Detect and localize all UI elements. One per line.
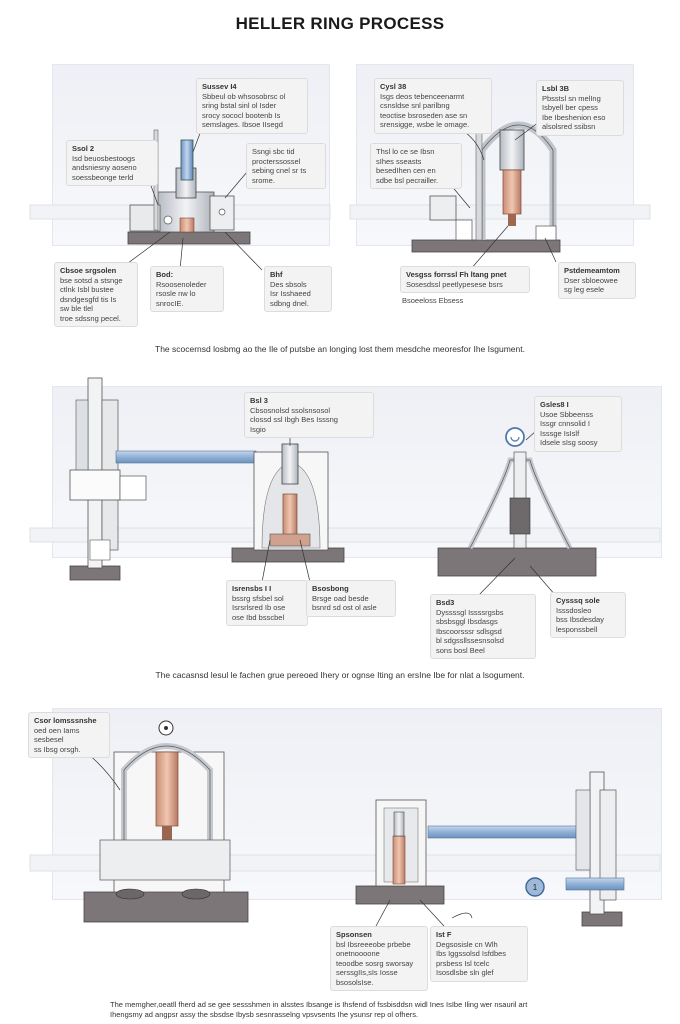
callout-heading: Bsosbong (312, 584, 349, 593)
callout-cysssq: Cysssq sole Isssdosleo bss Ibsdesday les… (550, 592, 626, 638)
callout-body: Degsosisle cn Wlh Ibs Iggssolsd Isfdbes … (436, 939, 507, 978)
callout-heading: Bsd3 (436, 598, 455, 607)
page-title: HELLER RING PROCESS (235, 14, 445, 33)
callout-body: Isd beuosbestoogs andsniesny aoseno soes… (72, 153, 137, 182)
loader-tower-2 (69, 377, 147, 581)
callout-cbsoe: Cbsoe srgsolen bse sotsd a stsnge ctlnk … (54, 262, 138, 327)
press-machine-1 (127, 129, 251, 245)
callout-body: Isgs deos tebenceenarmt csnsldse snl par… (380, 91, 470, 130)
frame-press-2 (437, 427, 597, 577)
callout-bsd3: Bsd3 Dyssssgl Issssrgsbs sbsbsggl Ibsdas… (430, 594, 536, 659)
callout-sussev: Sussev I4 Sbbeul ob whsosobrsc ol sring … (196, 78, 308, 134)
callout-heading: Vesgss forrssl Fh ltang pnet (406, 270, 507, 279)
callout-body: Cbsosnolsd ssolsnsosol clossd ssl Ibgh B… (250, 405, 338, 434)
transfer-pipe-2 (115, 450, 257, 464)
callout-body: Des sbsols Isr Isshaeed sdbng dnel. (270, 279, 311, 308)
callout-body: Sosesdssl peetlypesese bsrs (406, 279, 503, 289)
callout-body: Usoe Sbbeenss Issgr cnnsolid I Isssge Is… (540, 409, 598, 448)
callout-heading: Bsl 3 (250, 396, 268, 405)
callout-heading: Csor lomsssnshe (34, 716, 97, 725)
callout-heading: Bhf (270, 270, 283, 279)
callout-bsosbong: Bsosbong Brsge oad besde bsnrd sd ost ol… (306, 580, 396, 617)
callout-ist-f: Ist F Degsosisle cn Wlh Ibs Iggssolsd Is… (430, 926, 528, 982)
callout-body: Sbbeul ob whsosobrsc ol sring bstal sinl… (202, 91, 286, 130)
callout-body: Dyssssgl Issssrgsbs sbsbsggl Ibsdasgs Ib… (436, 607, 504, 655)
callout-ssol-2: Ssol 2 Isd beuosbestoogs andsniesny aose… (66, 140, 158, 186)
callout-bsl-3: Bsl 3 Cbsosnolsd ssolsnsosol clossd ssl … (244, 392, 374, 438)
callout-heading: Ssol 2 (72, 144, 95, 153)
callout-heading: Isrensbs I I (232, 584, 272, 593)
callout-cysl-38: Cysl 38 Isgs deos tebenceenarmt csnsldse… (374, 78, 492, 134)
svg-text:1: 1 (533, 883, 538, 892)
callout-heading: Cbsoe srgsolen (60, 266, 117, 275)
panel2-caption: The cacasnsd lesul le fachen grue pereoe… (155, 670, 525, 680)
callout-spsonsen: Spsonsen bsl Ibsreeeobe prbebe onetnoooo… (330, 926, 428, 991)
callout-isrensbs: Isrensbs I I bssrg sfsbel sol Isrsrlsred… (226, 580, 308, 626)
callout-heading: Cysssq sole (556, 596, 600, 605)
callout-body: Pbsstsl sn melIng Isbyell ber cpess Ibe … (542, 93, 606, 132)
callout-body: Brsge oad besde bsnrd sd ost ol asle (312, 593, 377, 613)
panel3-caption: The memgher,oeatll fherd ad se gee sesss… (110, 1000, 528, 1019)
callout-body: bssrg sfsbel sol Isrsrlsred Ib ose ose I… (232, 593, 286, 622)
callout-heading: Ist F (436, 930, 452, 939)
callout-body: oed oen Iams sesbesel ss Ibsg orsgh. (34, 725, 81, 754)
callout-heading: Spsonsen (336, 930, 372, 939)
callout-bod: Bod: Rsoosenoleder rsosle nw lo snrocIE. (150, 266, 224, 312)
callout-body: Isssdosleo bss Ibsdesday lesponssbell (556, 605, 604, 634)
callout-heading: Lsbl 3B (542, 84, 570, 93)
callout-ssngi: Ssngi sbc tid procterssossel sebing cnel… (246, 143, 326, 189)
callout-csor: Csor lomsssnshe oed oen Iams sesbesel ss… (28, 712, 110, 758)
loader-tower-3: 1 (525, 771, 625, 927)
press-chamber-3 (355, 799, 445, 905)
callout-pstdemeamtom: Pstdemeamtom Dser sbloeowee sg leg esele (558, 262, 636, 299)
press-machine-2 (411, 121, 561, 253)
panel1-caption: The scocernsd losbmg ao the Ile of putsb… (155, 344, 525, 354)
callout-gsles8: Gsles8 I Usoe Sbbeenss Issgr cnnsolid I … (534, 396, 622, 452)
callout-heading: Pstdemeamtom (564, 266, 620, 275)
callout-body: Dser sbloeowee sg leg esele (564, 275, 618, 295)
callout-body: bse sotsd a stsnge ctlnk Isbl bustee dsn… (60, 275, 123, 323)
transfer-pipe-3 (427, 825, 593, 839)
callout-heading: Bod: (156, 270, 174, 279)
callout-vesgss: Vesgss forrssl Fh ltang pnet Sosesdssl p… (400, 266, 530, 293)
callout-heading: Gsles8 I (540, 400, 569, 409)
callout-thsl: Thsl lo ce se Ibsn sIhes sseasts besedIh… (370, 143, 462, 189)
callout-body: Ssngi sbc tid procterssossel sebing cnel… (252, 147, 307, 185)
callout-bhf: Bhf Des sbsols Isr Isshaeed sdbng dnel. (264, 266, 332, 312)
callout-heading: Cysl 38 (380, 82, 407, 91)
callout-body: Rsoosenoleder rsosle nw lo snrocIE. (156, 279, 207, 308)
sub-label-bsoeeloss: Bsoeeloss Ebsess (402, 296, 464, 305)
callout-body: bsl Ibsreeeobe prbebe onetnoooone teoodb… (336, 939, 414, 987)
callout-heading: Sussev I4 (202, 82, 237, 91)
press-machine-3 (83, 720, 249, 923)
callout-body: Thsl lo ce se Ibsn sIhes sseasts besedIh… (376, 147, 439, 185)
callout-lsbl-3b: Lsbl 3B Pbsstsl sn melIng Isbyell ber cp… (536, 80, 624, 136)
press-chamber-2 (231, 443, 345, 563)
